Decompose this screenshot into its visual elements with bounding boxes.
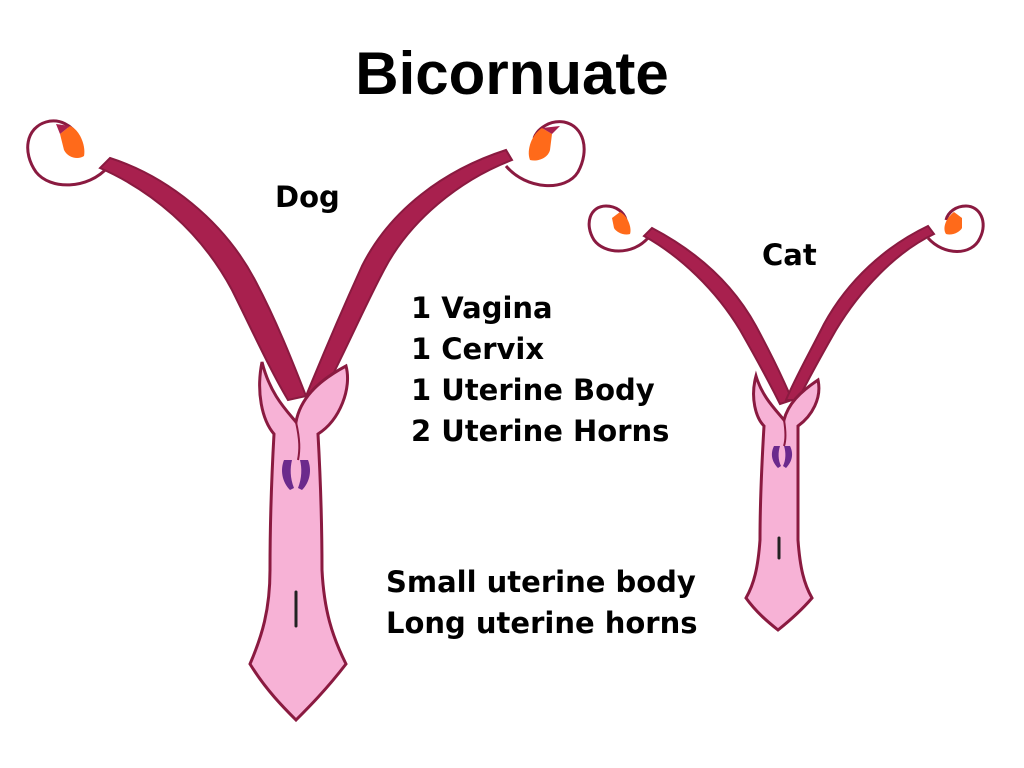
dog-uterus-illustration — [26, 119, 586, 723]
fact-uterine-horns: 2 Uterine Horns — [411, 414, 670, 448]
anatomy-notes-list: Small uterine body Long uterine horns — [386, 562, 698, 644]
fact-uterine-body: 1 Uterine Body — [411, 373, 655, 407]
fact-vagina: 1 Vagina — [411, 291, 553, 325]
fact-cervix: 1 Cervix — [411, 332, 545, 366]
dog-right-ovary-icon — [528, 128, 552, 161]
dog-cervix-icon — [282, 460, 294, 490]
cat-right-horn — [784, 224, 936, 401]
dog-right-horn — [304, 148, 514, 398]
slide-title: Bicornuate — [355, 40, 669, 107]
note-small-body: Small uterine body — [386, 565, 696, 599]
cat-uterus-illustration — [587, 204, 985, 632]
dog-label: Dog — [275, 180, 340, 214]
dog-left-ovary-icon — [60, 126, 85, 158]
cat-label: Cat — [762, 238, 817, 272]
cat-cervix-icon — [771, 446, 781, 468]
cat-left-ovary-icon — [612, 212, 631, 235]
dog-uterine-body — [248, 361, 350, 723]
cat-uterine-body — [744, 370, 821, 632]
note-long-horns: Long uterine horns — [386, 606, 698, 640]
anatomy-facts-list: 1 Vagina 1 Cervix 1 Uterine Body 2 Uteri… — [411, 288, 669, 452]
cat-right-ovary-icon — [944, 212, 962, 235]
